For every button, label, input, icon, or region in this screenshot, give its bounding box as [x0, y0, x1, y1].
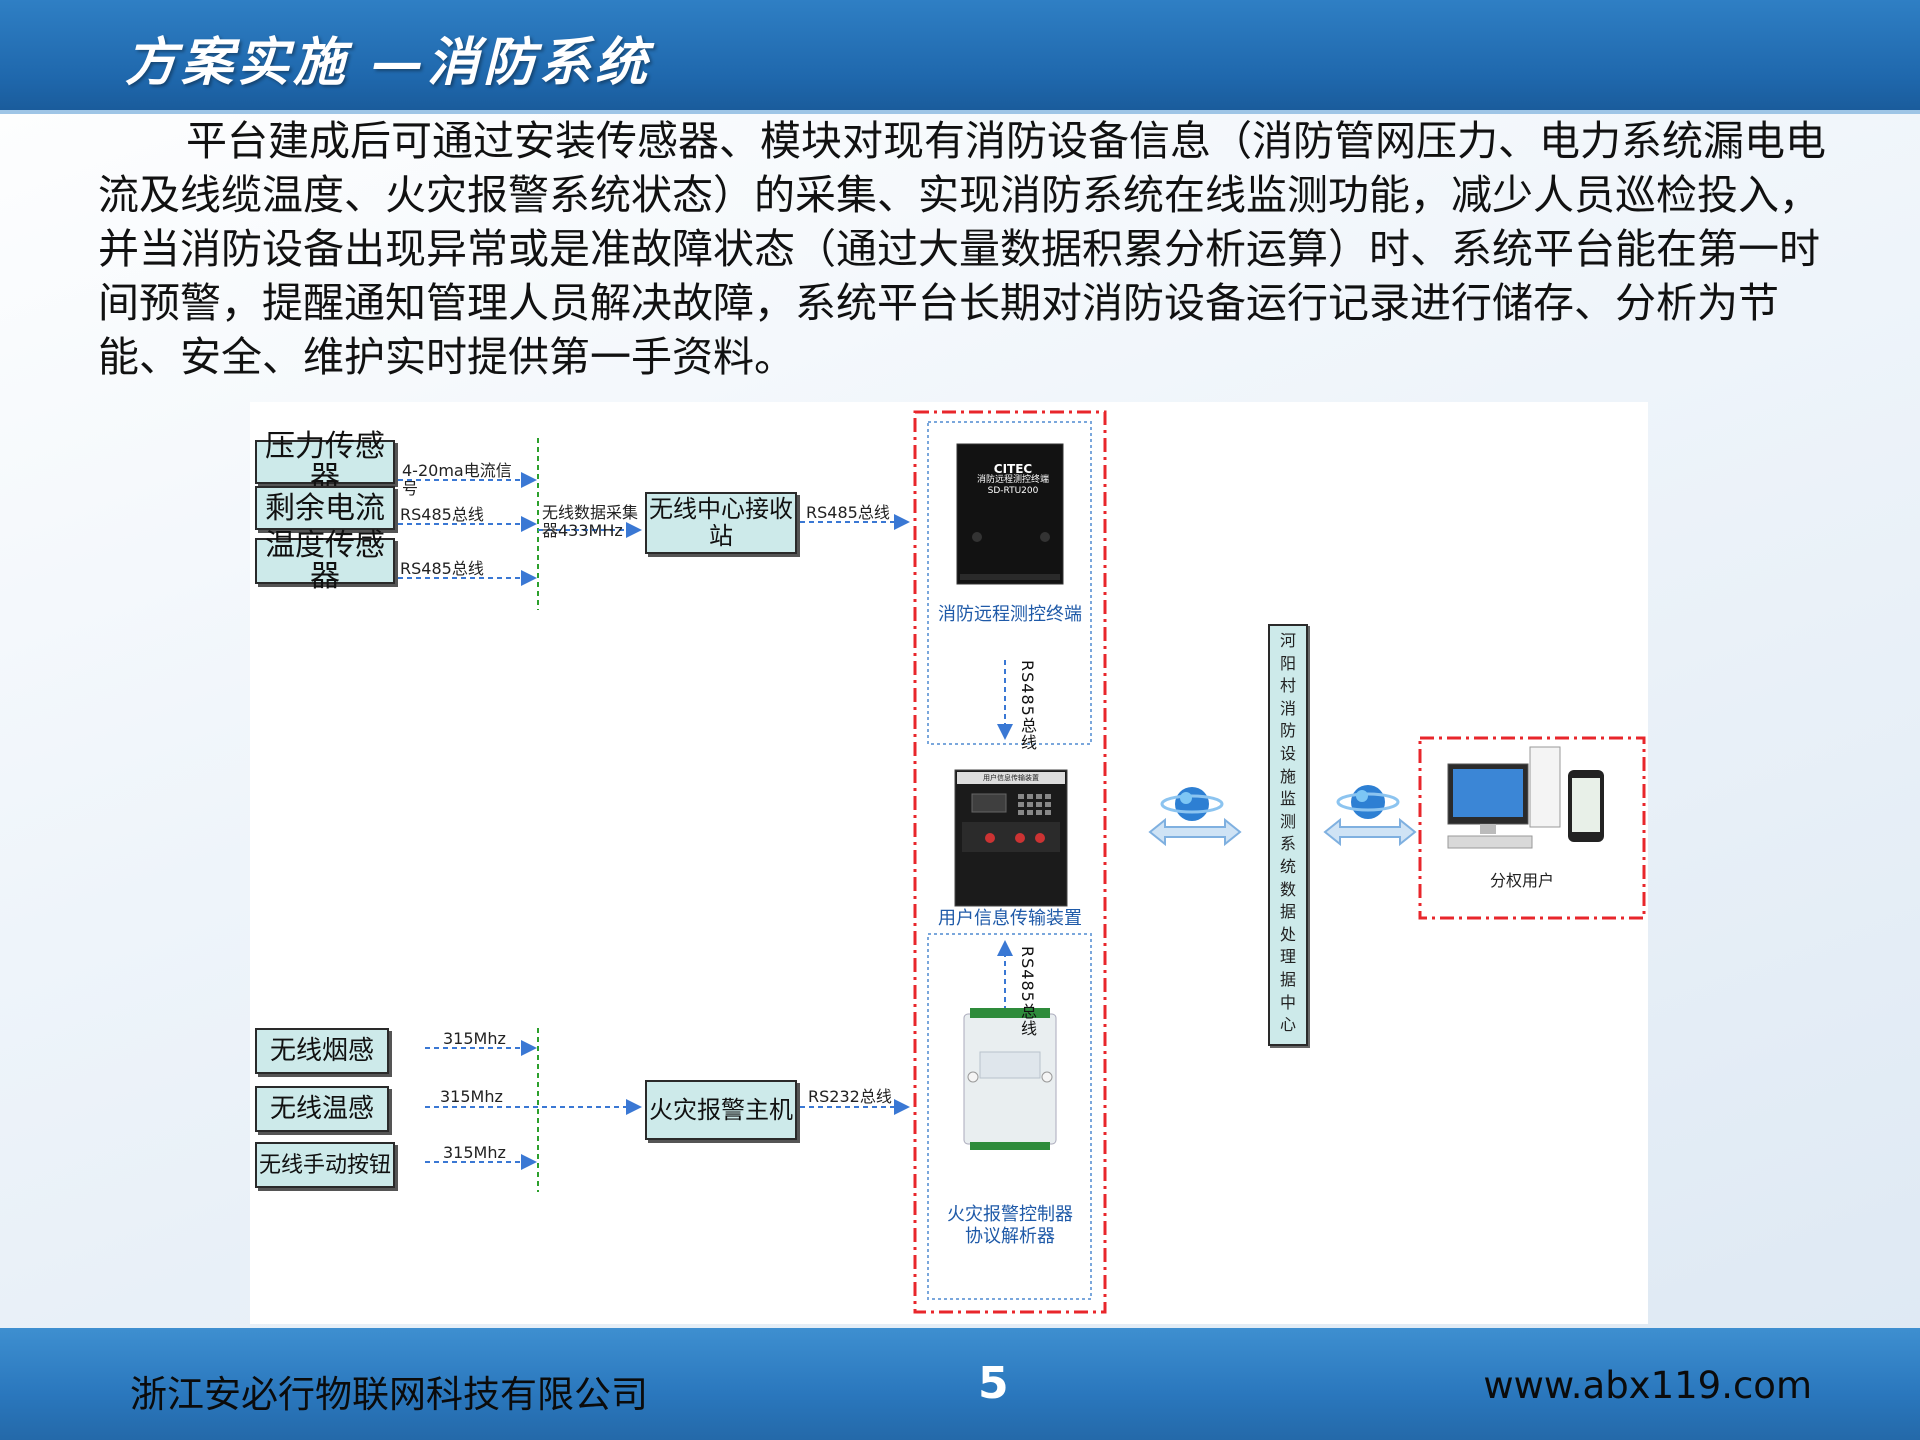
terminal-panel-name: 消防远程测控终端: [976, 475, 1049, 485]
device-group-frame: [913, 410, 1107, 1314]
wireless-button-box: 无线手动按钮: [255, 1142, 395, 1188]
users-frame: [1418, 736, 1646, 920]
right-double-arrow: [1323, 817, 1417, 847]
users-label: 分权用户: [1490, 871, 1555, 890]
phone-icon: [1568, 770, 1604, 842]
footer-bar: 浙江安必行物联网科技有限公司 5 www.abx119.com: [0, 1328, 1920, 1440]
wireless-link-label-2: 315Mhz: [440, 1087, 503, 1106]
receiver-box: 无线中心接收站: [645, 492, 797, 554]
globe-icon-right: [1336, 785, 1400, 819]
wireless-link-label-1: 315Mhz: [443, 1029, 506, 1048]
system-diagram: 压力传感器 剩余电流 温度传感器 4-20ma电流信号 RS485总线 RS48…: [250, 402, 1648, 1324]
parser-link-label: RS485总线: [1018, 946, 1037, 1037]
fire-host-link-label: RS232总线: [808, 1087, 892, 1106]
temperature-sensor-box: 温度传感器: [255, 530, 395, 592]
pressure-sensor-box: 压力传感器: [255, 431, 395, 493]
computer-icon: [1447, 746, 1561, 849]
wireless-smoke-box: 无线烟感: [255, 1028, 389, 1074]
link-label-rs485-1: RS485总线: [400, 505, 484, 524]
intro-paragraph: 平台建成后可通过安装传感器、模块对现有消防设备信息（消防管网压力、电力系统漏电电…: [98, 117, 1826, 381]
diagram-connectors: [398, 410, 1646, 1314]
data-center-label: 河阳村消防设施监测系统数据处理据中心: [1279, 631, 1296, 1035]
data-center-box: 河阳村消防设施监测系统数据处理据中心: [1268, 624, 1308, 1046]
residual-current-box: 剩余电流: [255, 486, 395, 530]
transmission-device: [954, 769, 1068, 907]
wireless-temp-box: 无线温感: [255, 1086, 389, 1132]
left-double-arrow: [1148, 817, 1242, 847]
transmission-caption: 用户信息传输装置: [938, 908, 1082, 929]
globe-icon-left: [1160, 787, 1224, 821]
header-bar: 方案实施 —消防系统: [0, 0, 1920, 114]
wireless-link-label-3: 315Mhz: [443, 1143, 506, 1162]
link-label-current-signal: 4-20ma电流信号: [402, 461, 512, 498]
remote-terminal-device: [956, 443, 1064, 585]
terminal-link-label: RS485总线: [1018, 660, 1037, 751]
collector-label: 无线数据采集器433MHz: [542, 503, 639, 540]
link-label-rs485-2: RS485总线: [400, 559, 484, 578]
terminal-brand: CITEC: [993, 462, 1033, 476]
top-device-frame: [927, 421, 1092, 745]
terminal-model: SD-RTU200: [987, 486, 1039, 496]
page-title: 方案实施 —消防系统: [125, 32, 652, 93]
footer-company: 浙江安必行物联网科技有限公司: [130, 1373, 648, 1416]
receiver-link-label: RS485总线: [806, 503, 890, 522]
parser-caption: 火灾报警控制器协议解析器: [947, 1204, 1073, 1247]
terminal-caption: 消防远程测控终端: [938, 604, 1082, 625]
protocol-parser-device: [963, 1008, 1057, 1150]
fire-host-box: 火灾报警主机: [645, 1080, 797, 1140]
page-number: 5: [978, 1358, 1009, 1409]
footer-url: www.abx119.com: [1483, 1364, 1812, 1407]
transmission-panel-text: 用户信息传输装置: [983, 774, 1039, 782]
terminal-panel-text: CITEC 消防远程测控终端 SD-RTU200: [968, 462, 1058, 497]
